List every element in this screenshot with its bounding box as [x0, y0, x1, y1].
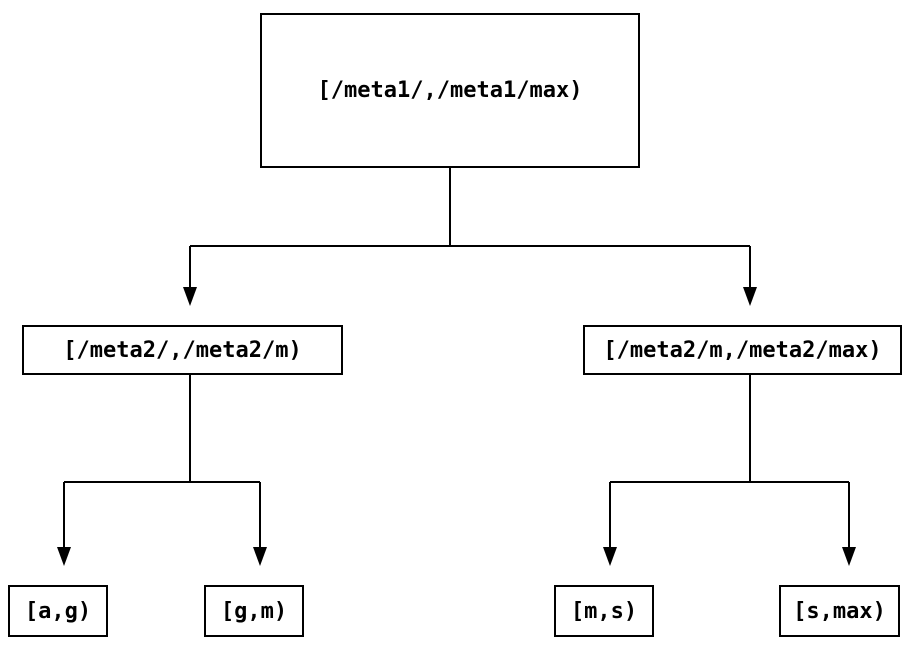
tree-node-leaf-4: [s,max) — [779, 585, 900, 637]
tree-node-root: [/meta1/,/meta1/max) — [260, 13, 640, 168]
tree-node-leaf-2: [g,m) — [204, 585, 304, 637]
arrowhead-down-icon — [57, 547, 71, 566]
arrowhead-down-icon — [183, 287, 197, 306]
tree-node-leaf-3: [m,s) — [554, 585, 654, 637]
arrowhead-down-icon — [253, 547, 267, 566]
tree-node-left-child: [/meta2/,/meta2/m) — [22, 325, 343, 375]
arrowhead-down-icon — [743, 287, 757, 306]
tree-node-right-child: [/meta2/m,/meta2/max) — [583, 325, 902, 375]
arrowhead-down-icon — [603, 547, 617, 566]
tree-node-leaf-1: [a,g) — [8, 585, 108, 637]
arrowhead-down-icon — [842, 547, 856, 566]
